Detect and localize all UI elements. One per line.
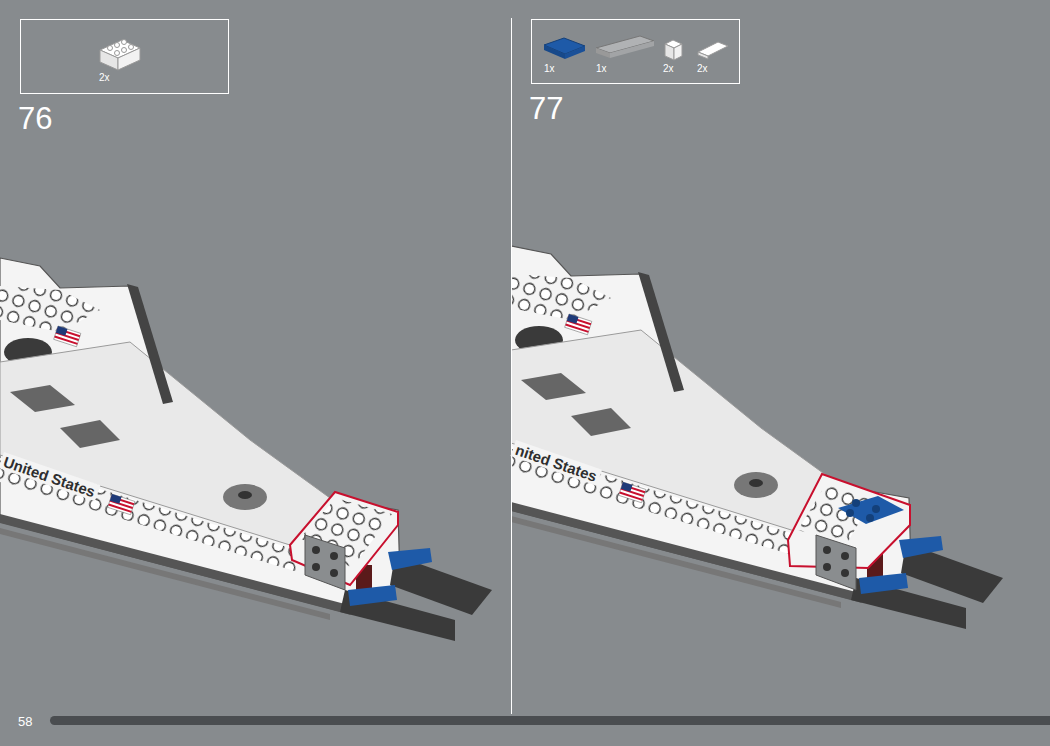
part-quantity: 2x: [663, 63, 674, 74]
decal-text: nited States: [510, 440, 602, 486]
step-number: 76: [18, 101, 52, 137]
parts-callout-box: 2x: [20, 19, 229, 94]
part-quantity: 1x: [544, 63, 555, 74]
step-number: 77: [529, 91, 563, 127]
decal-text: United States: [0, 452, 100, 501]
part-quantity: 1x: [596, 63, 607, 74]
page-number: 58: [18, 714, 32, 729]
part-quantity: 2x: [697, 63, 708, 74]
parts-callout-box: 1x 1x 2x 2x: [531, 19, 740, 84]
part-quantity: 2x: [99, 72, 110, 83]
